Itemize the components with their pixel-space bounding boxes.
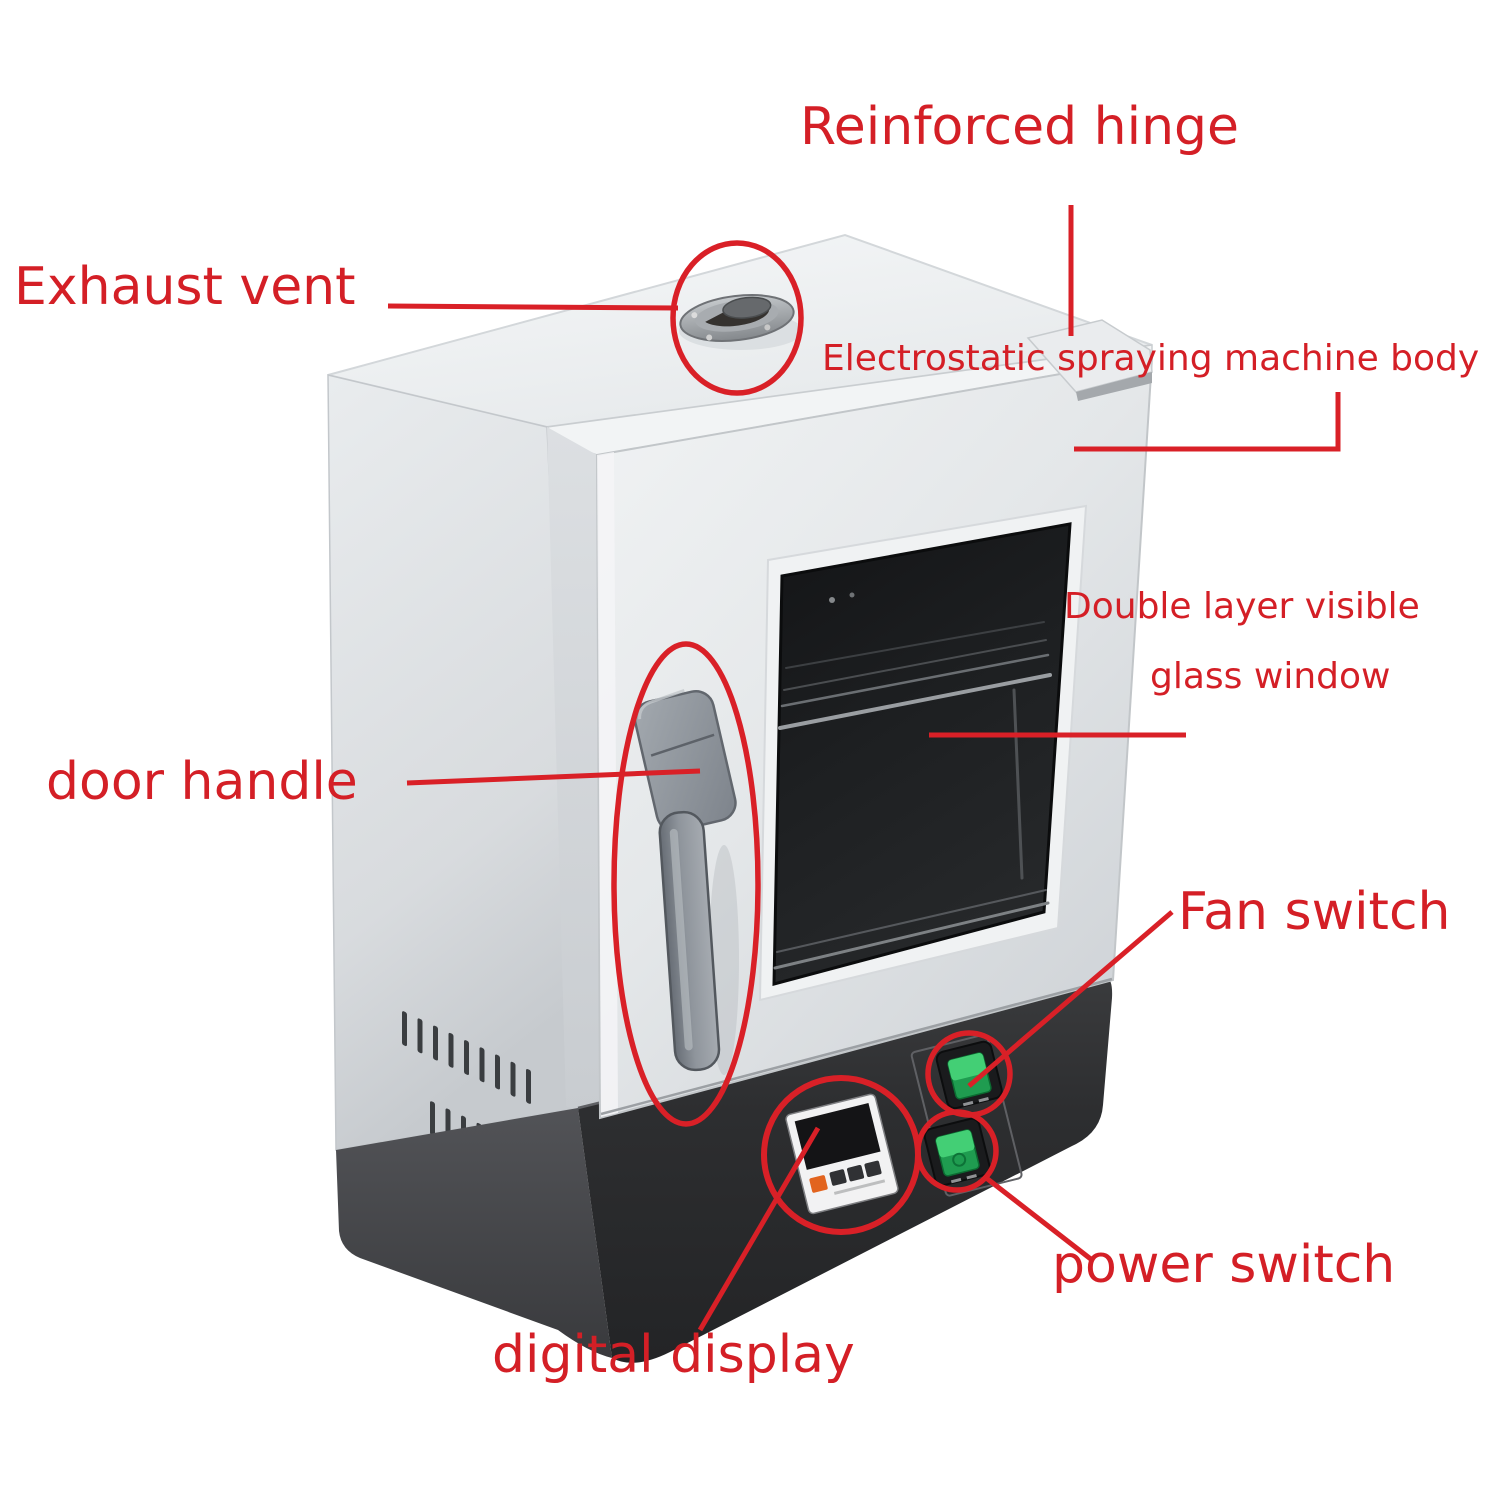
label-fan-switch: Fan switch — [1178, 882, 1451, 942]
exhaust-vent — [679, 294, 795, 342]
label-door-handle: door handle — [46, 752, 358, 812]
label-digital-display: digital display — [492, 1325, 855, 1385]
glass-window — [772, 522, 1072, 986]
annotation-line-exhaust-vent — [387, 303, 679, 311]
label-glass-window-line1: Double layer visible — [1064, 586, 1420, 627]
label-power-switch: power switch — [1052, 1235, 1396, 1295]
annotation-circle-door-handle — [611, 641, 761, 1127]
machine-body — [327, 233, 1154, 1363]
left-panel — [327, 374, 579, 1151]
annotation-circle-exhaust-vent — [670, 240, 804, 396]
reinforced-hinge — [1026, 319, 1153, 401]
door-handle — [633, 688, 739, 1075]
label-glass-window-line2: glass window — [1150, 656, 1391, 697]
annotation-line-fan-switch — [967, 910, 1174, 1088]
label-reinforced-hinge: Reinforced hinge — [800, 97, 1240, 157]
base-left-face — [336, 1108, 612, 1358]
oven-shelves — [773, 592, 1052, 970]
label-exhaust-vent: Exhaust vent — [14, 257, 356, 317]
annotation-line-machine-body — [1074, 392, 1341, 452]
annotation-line-digital-display — [697, 1126, 821, 1332]
label-machine-body: Electrostatic spraying machine body — [822, 338, 1480, 379]
annotation-circle-digital-display — [761, 1075, 921, 1235]
power-switch — [923, 1117, 991, 1187]
annotation-line-door-handle — [406, 768, 701, 786]
fan-switch — [935, 1040, 1003, 1110]
door-bottom-seam — [600, 977, 1113, 1116]
annotations — [387, 205, 1341, 1332]
door-left-bevel — [597, 452, 618, 1117]
annotation-line-power-switch — [983, 1175, 1094, 1262]
digital-display — [785, 1093, 899, 1215]
